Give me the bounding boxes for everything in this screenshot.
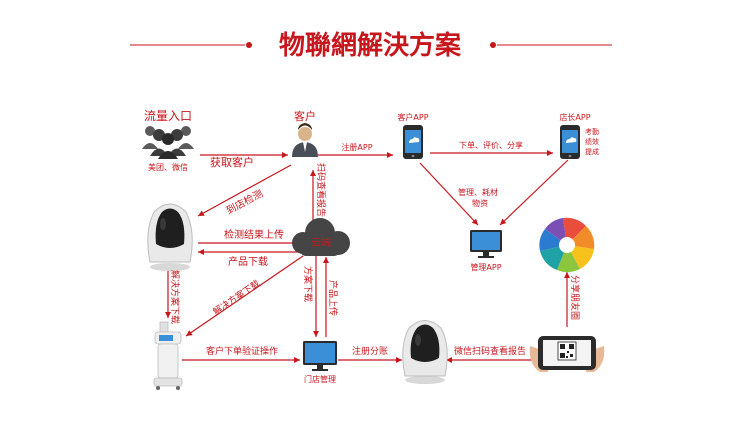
monitor-icon bbox=[303, 341, 337, 371]
mgmt-line-2: 物资 bbox=[472, 198, 488, 208]
smart-mirror-device-icon bbox=[147, 203, 193, 271]
store-app-sub-2: 绩效 bbox=[585, 137, 599, 146]
cloud-icon bbox=[292, 218, 350, 256]
edge-store-to-manage bbox=[499, 159, 569, 226]
title-dot-left bbox=[246, 42, 252, 48]
title-dot-right bbox=[490, 42, 496, 48]
manage-app-node: 管理APP bbox=[470, 230, 502, 272]
cloud-node: 云端 bbox=[292, 218, 350, 256]
edge-solution-download bbox=[185, 255, 304, 337]
aperture-logo-icon bbox=[539, 217, 595, 273]
store-app-sub-3: 提成 bbox=[585, 147, 599, 156]
upload-label: 检测结果上传 bbox=[224, 228, 284, 241]
store-app-node: 店长APP 考勤 绩效 提成 bbox=[559, 112, 599, 159]
solution-download-label: 解决方案下载 bbox=[211, 277, 262, 317]
solution-dl-vertical-label: 解决方案下载 bbox=[169, 270, 181, 324]
phone-qr-scan-icon bbox=[529, 336, 605, 372]
store-app-label: 店长APP bbox=[559, 112, 590, 122]
businessman-icon bbox=[292, 123, 318, 157]
manage-app-label: 管理APP bbox=[470, 262, 501, 272]
product-download-label: 产品下载 bbox=[228, 255, 268, 268]
order-eval-share-label: 下单、评价、分享 bbox=[459, 140, 523, 150]
smartphone-icon bbox=[403, 125, 423, 159]
order-verify-label: 客户下单验证操作 bbox=[206, 345, 278, 357]
store-app-sub-1: 考勤 bbox=[585, 127, 599, 136]
plan-download-label: 方案下载 bbox=[302, 266, 314, 302]
wechat-scan-label: 微信扫码查看报告 bbox=[454, 345, 526, 357]
store-mgmt-node: 门店管理 bbox=[303, 341, 337, 384]
to-store-label: 到店检测 bbox=[224, 187, 265, 217]
traffic-node: 流量入口 美团、微信 bbox=[142, 109, 194, 172]
smartphone-icon bbox=[560, 125, 580, 159]
smart-mirror-device-icon bbox=[402, 320, 448, 384]
register-app-label: 注册APP bbox=[341, 142, 372, 152]
reg-share-label: 注册分账 bbox=[352, 345, 388, 357]
monitor-icon bbox=[470, 230, 502, 258]
friends-share-label: 分享朋友圈 bbox=[569, 275, 581, 320]
traffic-label: 流量入口 bbox=[144, 109, 192, 123]
edge-app-to-manage bbox=[419, 162, 479, 226]
customer-node: 客户 bbox=[292, 109, 318, 157]
edge-labels: 获取客户 注册APP 下单、评价、分享 到店检测 检测结果上传 产品下载 解决方… bbox=[169, 140, 581, 357]
edges bbox=[165, 150, 570, 363]
customer-label: 客户 bbox=[294, 109, 316, 123]
store-mgmt-label: 门店管理 bbox=[304, 374, 336, 384]
scan-report-label: 扫码查看报告 bbox=[315, 163, 327, 217]
beauty-machine-icon bbox=[153, 321, 183, 390]
product-upload-label: 产品上传 bbox=[327, 280, 339, 316]
customer-app-label: 客户APP bbox=[397, 112, 428, 122]
traffic-sub: 美团、微信 bbox=[148, 162, 188, 172]
edge-to-store bbox=[197, 164, 292, 217]
mgmt-line-1: 管理、耗材 bbox=[458, 187, 498, 197]
cloud-label: 云端 bbox=[311, 236, 331, 249]
get-customer-label: 获取客户 bbox=[210, 155, 254, 169]
customer-app-node: 客户APP bbox=[397, 112, 429, 159]
page-title: 物聯網解決方案 bbox=[279, 30, 462, 61]
people-group-icon bbox=[142, 126, 194, 159]
